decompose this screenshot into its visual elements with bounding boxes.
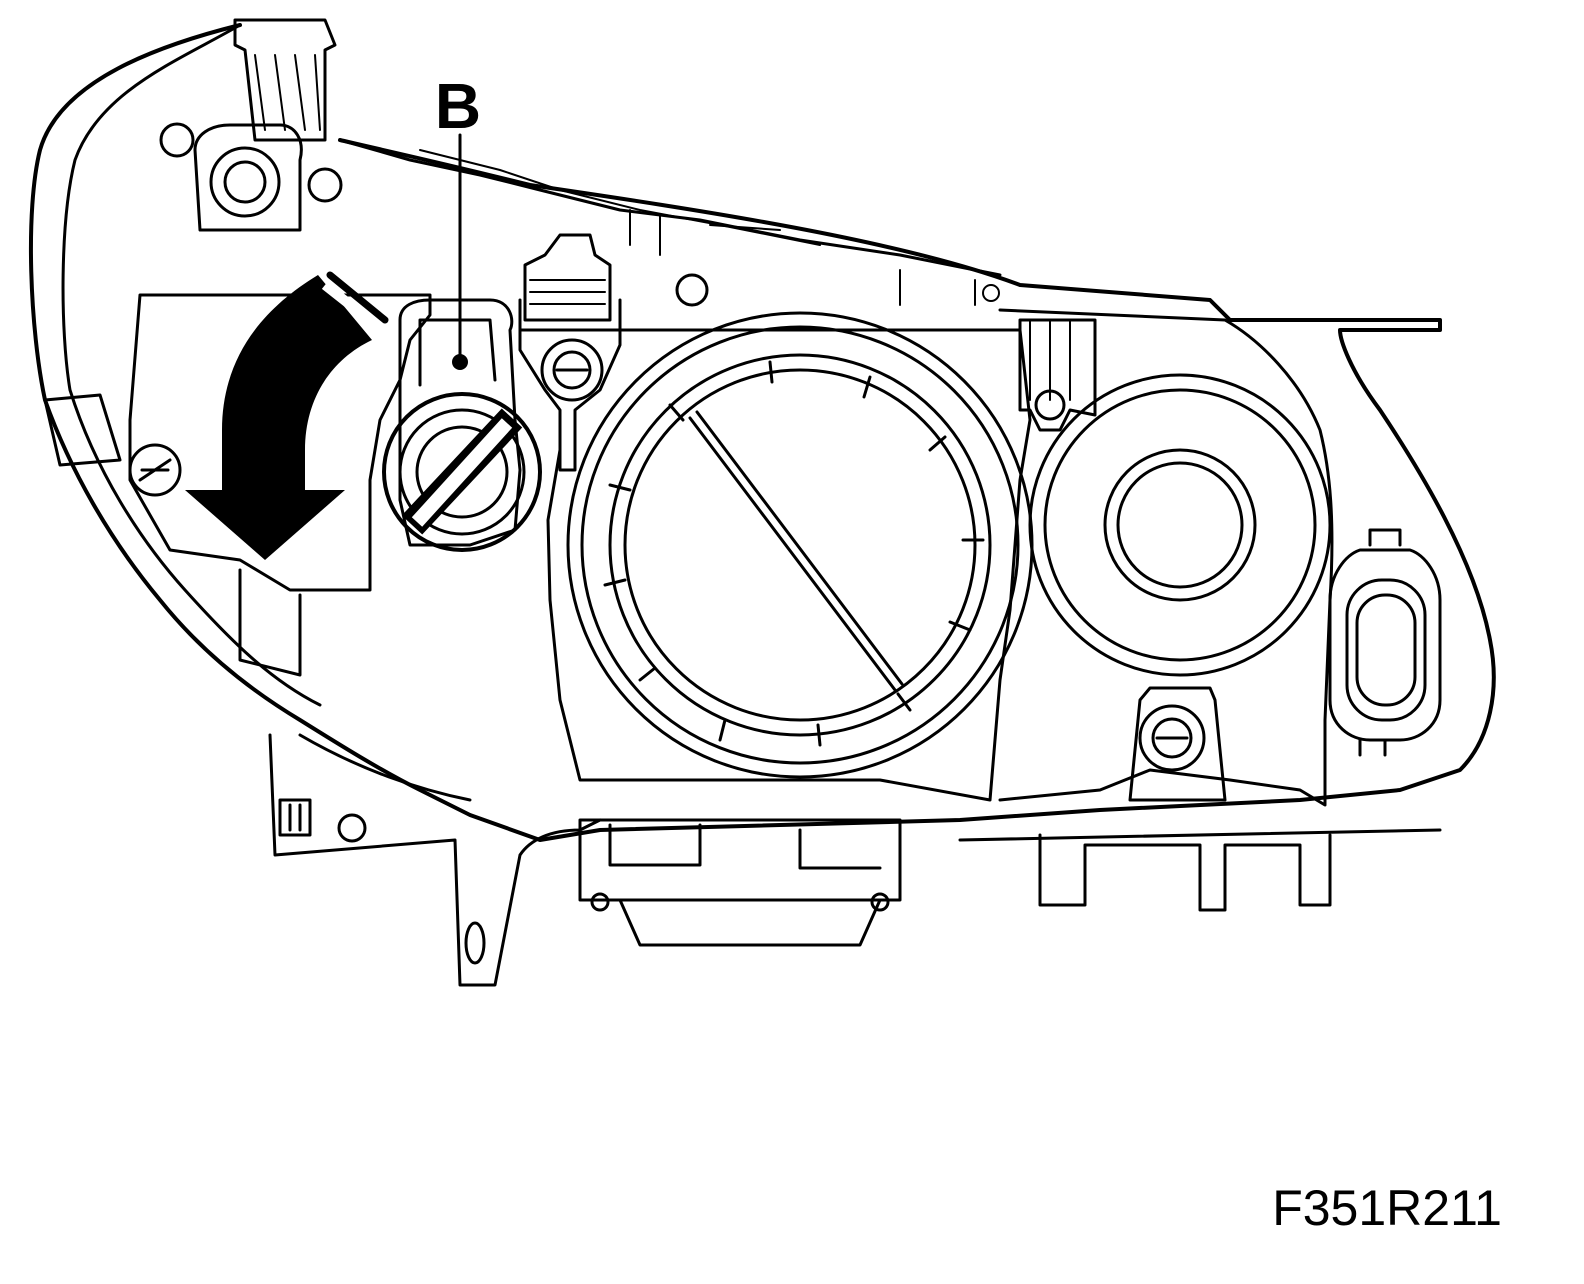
- connector-top: [518, 233, 622, 472]
- mount-hole-outer-icon: [209, 146, 281, 218]
- screw-left-icon: [128, 443, 182, 497]
- bottom-module: [578, 818, 902, 947]
- screw-right-icon: [1138, 704, 1206, 772]
- connector-right: [1328, 528, 1442, 757]
- housing-outline: [28, 23, 1496, 987]
- figure-id: F351R211: [1272, 1180, 1502, 1236]
- low-beam-housing: [518, 311, 1034, 802]
- screw-top-icon: [540, 338, 604, 402]
- callout-label-b: B: [435, 70, 481, 142]
- high-beam-housing: [998, 308, 1334, 807]
- callout-b: B: [435, 70, 481, 364]
- adjuster-screw: [382, 298, 542, 552]
- mounting-bracket: [159, 18, 1000, 307]
- mount-hole-inner-icon: [223, 160, 267, 204]
- retaining-ring-tabs: [603, 360, 985, 747]
- rotation-arrow-icon: [185, 271, 389, 560]
